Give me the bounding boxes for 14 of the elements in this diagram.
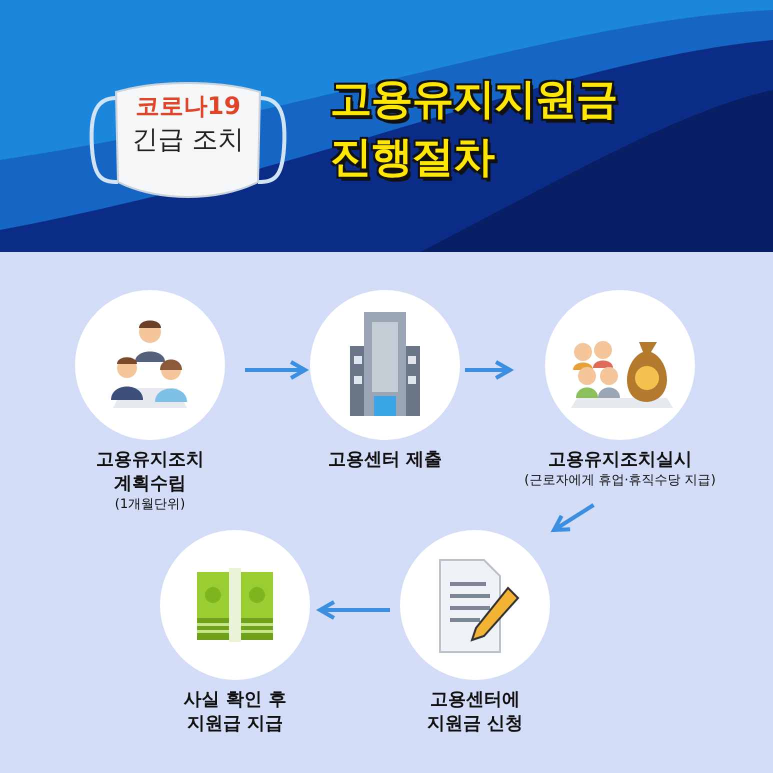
step-label: 고용유지조치실시 (547, 448, 693, 472)
arrow (318, 600, 390, 620)
title: 고용유지지원금 진행절차 (330, 73, 618, 183)
step-label: 사실 확인 후 지원급 지급 (182, 688, 288, 736)
step-note: (근로자에게 휴업·휴직수당 지급) (523, 472, 717, 490)
arrow (465, 360, 512, 380)
badge-label: 코로나19 (134, 91, 242, 122)
arrow (552, 503, 595, 532)
badge-label: 긴급 조치 (130, 124, 246, 157)
arrow (245, 360, 307, 380)
step-label: 고용센터 제출 (326, 448, 444, 472)
step-note: (1개월단위) (114, 496, 186, 514)
step-label: 고용센터에 지원금 신청 (426, 688, 524, 736)
step-label: 고용유지조치 계획수립 (95, 448, 205, 496)
